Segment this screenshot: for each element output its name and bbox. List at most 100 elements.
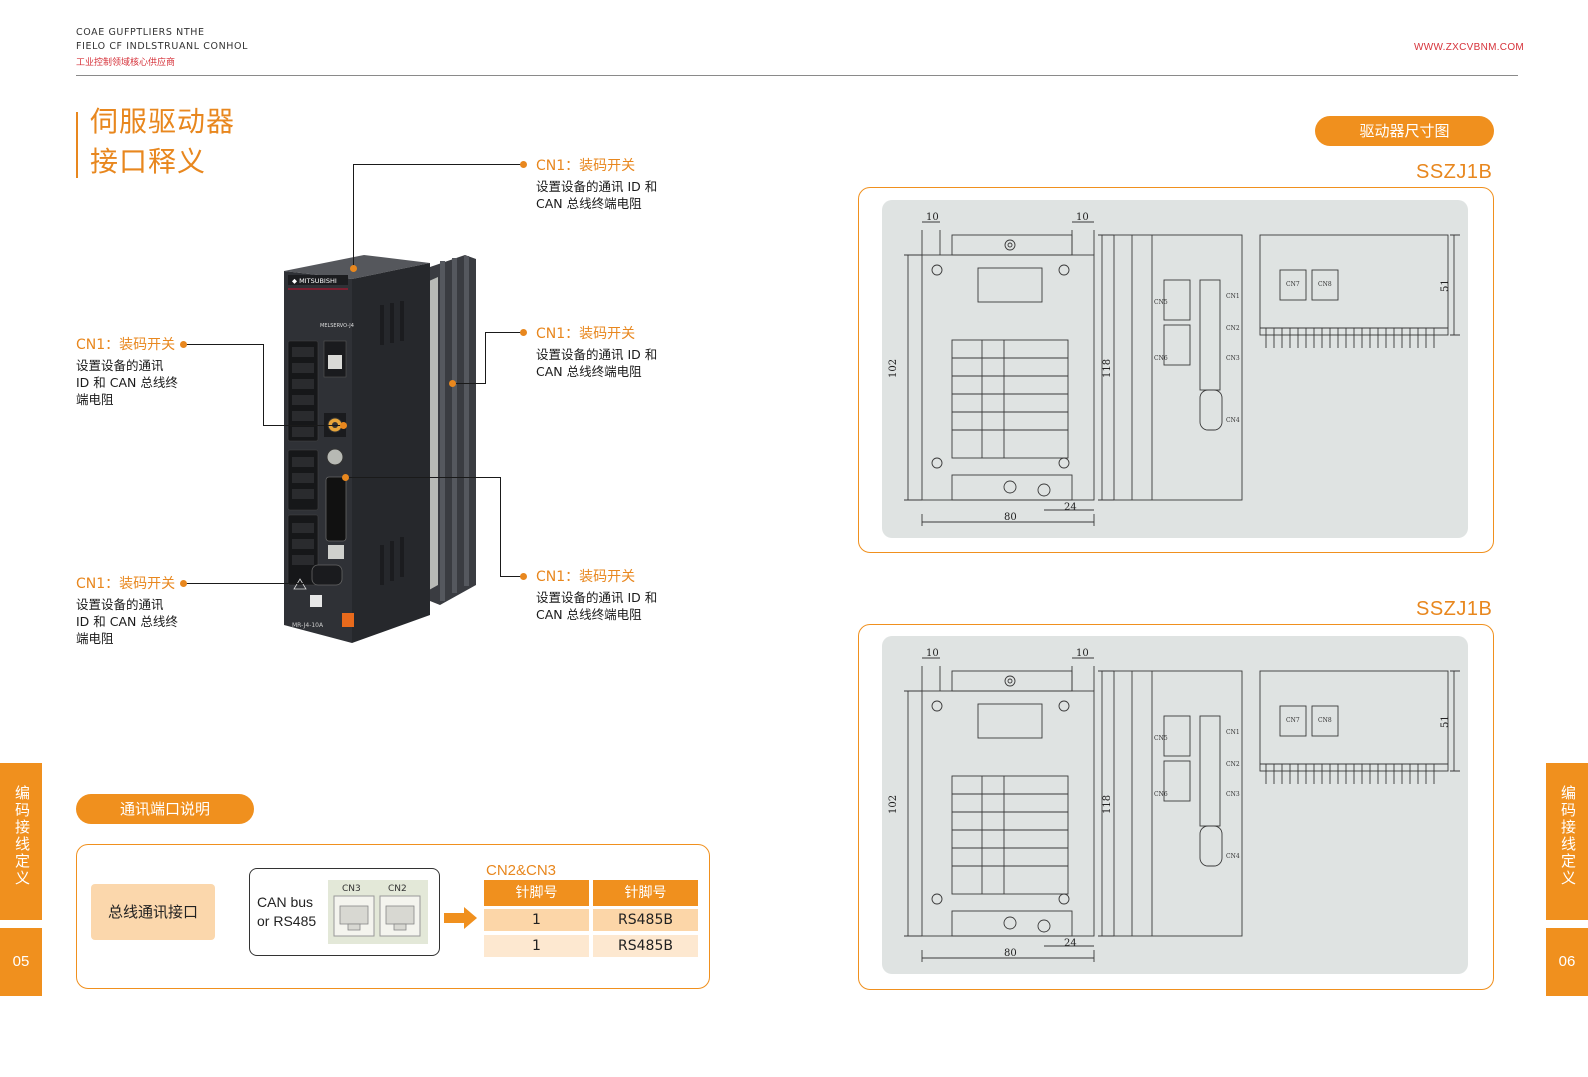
label-cn6: CN6: [1154, 791, 1168, 798]
drawing-model-2: SSZJ1B: [1416, 598, 1493, 620]
can-line-2: or RS485: [257, 913, 317, 929]
servo-drive-image: ◆ MITSUBISHI MELSERVO-J4 MR-J4-10A: [284, 255, 476, 643]
label-cn7: CN7: [1286, 281, 1300, 288]
pin-table-cell: RS485B: [593, 935, 698, 957]
label-cn3: CN3: [1226, 355, 1240, 362]
dim-102: 102: [888, 359, 899, 378]
label-cn5: CN5: [1154, 735, 1168, 742]
page-number-right: 06: [1546, 928, 1588, 996]
pin-table-title: CN2&CN3: [486, 862, 557, 879]
label-cn7: CN7: [1286, 717, 1300, 724]
bus-port-label: 总线通讯接口: [91, 884, 215, 940]
callout-title-lower-left: CN1：装码开关: [76, 576, 176, 592]
can-line-1: CAN bus: [257, 894, 314, 910]
callout-dot: [520, 161, 527, 168]
label-cn6: CN6: [1154, 355, 1168, 362]
callout-desc-upper-left-1: 设置设备的通讯: [76, 358, 164, 373]
header-url-link[interactable]: WWW.ZXCVBNM.COM: [1414, 42, 1525, 53]
page-title-line-2: 接口释义: [90, 145, 207, 178]
jack-label-cn3: CN3: [342, 884, 361, 894]
label-cn8: CN8: [1318, 281, 1332, 288]
label-cn2: CN2: [1226, 325, 1240, 332]
brand-label: ◆ MITSUBISHI: [292, 277, 337, 285]
leader-line: [485, 332, 521, 333]
pin-table-cell: 1: [484, 935, 589, 957]
callout-desc-mid-right-2: CAN 总线终端电阻: [536, 364, 642, 379]
leader-line: [185, 583, 305, 584]
pin-table-cell: 1: [484, 909, 589, 931]
label-cn8: CN8: [1318, 717, 1332, 724]
leader-line: [185, 344, 263, 345]
callout-desc-mid-right-1: 设置设备的通讯 ID 和: [536, 347, 658, 362]
label-cn5: CN5: [1154, 299, 1168, 306]
jack-label-cn2: CN2: [388, 884, 407, 894]
callout-desc-lower-left-3: 端电阻: [76, 631, 114, 646]
arrow-right-icon: [444, 907, 477, 929]
dim-51: 51: [1440, 715, 1451, 728]
dim-10-right: 10: [1076, 648, 1089, 659]
dim-51: 51: [1440, 279, 1451, 292]
comm-port-pill-button[interactable]: 通讯端口说明: [76, 794, 254, 824]
callout-dot: [520, 329, 527, 336]
label-cn1: CN1: [1226, 293, 1240, 300]
callout-desc-upper-left-3: 端电阻: [76, 392, 114, 407]
dimension-drawing-1: 10 10 102 118 80 24 51 CN1 CN2 CN3 CN4 C…: [888, 212, 1460, 526]
drawing-sheet-2: 10 10 102 118 80 24 51 CN1 CN2 CN3 CN4 C…: [882, 636, 1468, 974]
rj45-jacks-image: CN3 CN2: [328, 880, 428, 944]
series-label: MELSERVO-J4: [320, 323, 354, 329]
callout-title-upper-left: CN1：装码开关: [76, 337, 176, 353]
callout-title-top-right: CN1：装码开关: [536, 158, 636, 174]
rj45-jack-icon: [379, 895, 421, 937]
header-tagline: 工业控制领域核心供应商: [76, 58, 176, 68]
model-plate: MR-J4-10A: [292, 622, 324, 629]
callout-desc-lower-left-1: 设置设备的通讯: [76, 597, 164, 612]
dim-10-left: 10: [926, 648, 939, 659]
callout-title-low-right: CN1：装码开关: [536, 569, 636, 585]
dimensions-pill-button[interactable]: 驱动器尺寸图: [1315, 116, 1494, 146]
dim-118: 118: [1102, 795, 1113, 814]
callout-desc-lower-left-2: ID 和 CAN 总线终: [76, 614, 178, 629]
callout-dot: [340, 422, 347, 429]
right-section-tab[interactable]: 编码接线定义: [1546, 763, 1588, 920]
leader-line: [485, 332, 486, 384]
callout-dot: [449, 380, 456, 387]
callout-dot: [180, 341, 187, 348]
leader-line: [353, 164, 354, 268]
callout-desc-top-right-2: CAN 总线终端电阻: [536, 196, 642, 211]
callout-dot: [350, 265, 357, 272]
dim-24: 24: [1064, 938, 1077, 949]
label-cn1: CN1: [1226, 729, 1240, 736]
pin-table-cell: RS485B: [593, 909, 698, 931]
callout-desc-upper-left-2: ID 和 CAN 总线终: [76, 375, 178, 390]
leader-line: [353, 164, 521, 165]
callout-desc-low-right-2: CAN 总线终端电阻: [536, 607, 642, 622]
dim-10-right: 10: [1076, 212, 1089, 223]
pin-table-header: 针脚号: [484, 880, 589, 906]
pin-table-header: 针脚号: [593, 880, 698, 906]
callout-dot: [520, 573, 527, 580]
leader-line: [263, 344, 264, 425]
callout-dot: [180, 580, 187, 587]
rj45-jack-icon: [333, 895, 375, 937]
dim-24: 24: [1064, 502, 1077, 513]
page-title-line-1: 伺服驱动器: [90, 105, 236, 138]
dim-118: 118: [1102, 359, 1113, 378]
header-line-1: COAE GUFPTLIERS NTHE: [76, 27, 205, 38]
leader-line: [345, 477, 501, 478]
left-section-tab-label: 编码接线定义: [13, 785, 31, 887]
leader-line: [452, 383, 486, 384]
callout-desc-low-right-1: 设置设备的通讯 ID 和: [536, 590, 658, 605]
dim-102: 102: [888, 795, 899, 814]
callout-dot: [342, 474, 349, 481]
label-cn4: CN4: [1226, 853, 1240, 860]
title-accent-bar: [76, 112, 78, 178]
dim-80: 80: [1004, 512, 1017, 523]
left-section-tab[interactable]: 编码接线定义: [0, 763, 42, 920]
dimension-drawing-2: 10 10 102 118 80 24 51 CN1 CN2 CN3 CN4 C…: [888, 648, 1460, 962]
label-cn2: CN2: [1226, 761, 1240, 768]
callout-desc-top-right-1: 设置设备的通讯 ID 和: [536, 179, 658, 194]
label-cn4: CN4: [1226, 417, 1240, 424]
leader-line: [263, 425, 343, 426]
leader-line: [500, 576, 521, 577]
leader-line: [500, 477, 501, 576]
